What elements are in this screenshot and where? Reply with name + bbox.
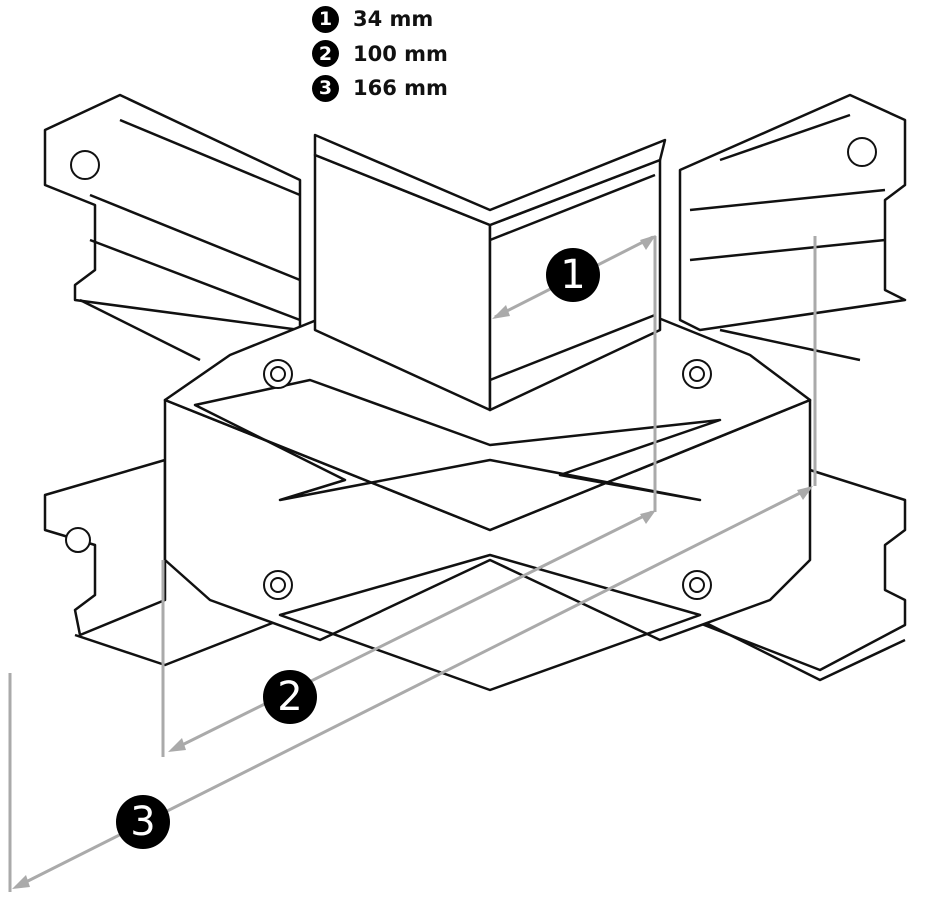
dimension-badge-3: 3 <box>116 795 170 849</box>
screw <box>263 570 293 600</box>
cross-inner-x <box>193 378 722 502</box>
screw <box>682 570 712 600</box>
screw <box>263 359 293 389</box>
dimension-badge-1: 1 <box>546 248 600 302</box>
legend-number-badge: 1 <box>312 5 339 33</box>
dimension-legend: 1 34 mm 2 100 mm 3 166 mm <box>312 2 448 106</box>
block-top-edge <box>313 133 667 227</box>
legend-item: 3 166 mm <box>312 71 448 106</box>
dimension-line-2 <box>171 510 653 752</box>
legend-item: 2 100 mm <box>312 37 448 72</box>
track-arm-top-right <box>678 93 907 362</box>
screw <box>682 359 712 389</box>
legend-number-badge: 3 <box>312 74 339 102</box>
dimension-badge-2: 2 <box>263 670 317 724</box>
legend-value: 100 mm <box>353 41 448 66</box>
legend-value: 166 mm <box>353 76 448 101</box>
dimension-arrowheads <box>12 235 813 889</box>
track-arm-top-left <box>43 93 302 362</box>
legend-item: 1 34 mm <box>312 2 448 37</box>
legend-number-badge: 2 <box>312 40 339 68</box>
legend-value: 34 mm <box>353 7 434 32</box>
screw <box>65 137 877 553</box>
